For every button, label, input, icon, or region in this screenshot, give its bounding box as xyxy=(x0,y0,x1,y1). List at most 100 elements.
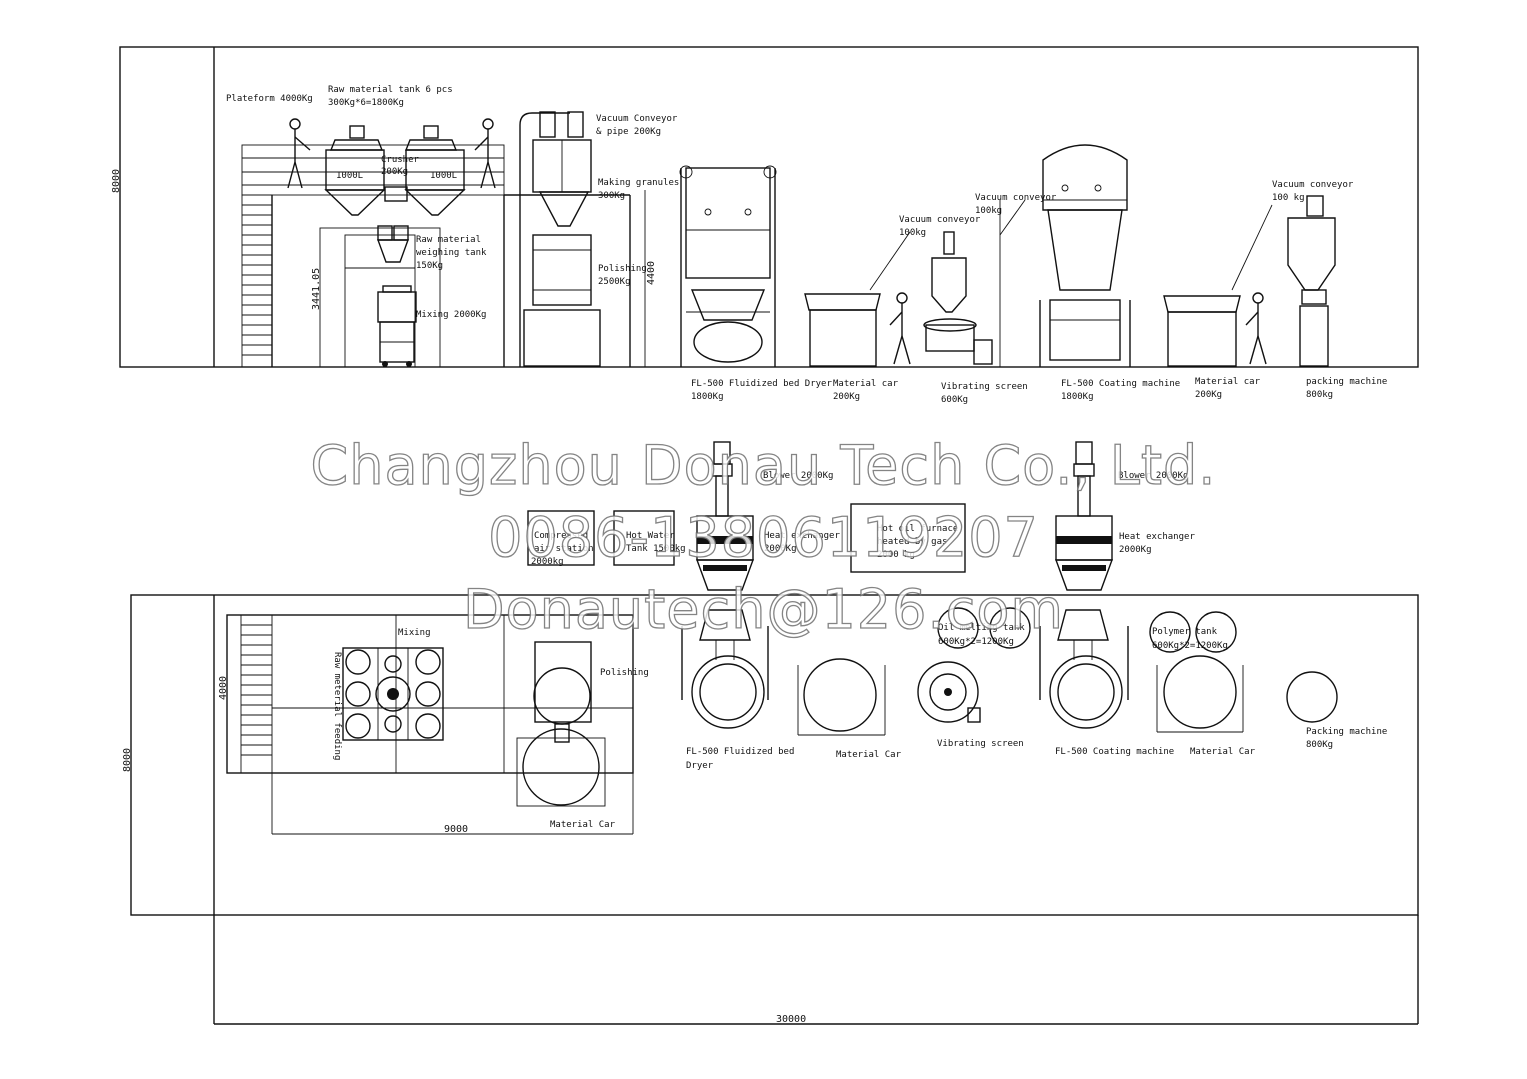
compressed-air-station xyxy=(527,510,595,566)
label-polymer-tank-line2: 600Kg*2=1200Kg xyxy=(1152,641,1228,651)
vac-conveyor-leader-b xyxy=(999,199,1026,236)
label-vac-conveyor-c-line1: Vacuum conveyor xyxy=(1272,180,1354,190)
polishing-machine xyxy=(523,234,601,367)
label-raw-material-feeding: Raw meterial feeding xyxy=(332,652,342,760)
operator-figure-left xyxy=(287,118,311,189)
blower-heat-exchanger-a xyxy=(695,441,755,591)
raw-material-tank-b xyxy=(404,125,466,216)
operator-figure-car-a xyxy=(889,292,911,365)
plan-oil-melting-tank xyxy=(937,607,1031,649)
label-vac-conveyor-c-line2: 100 kg xyxy=(1272,193,1305,203)
label-vac-conveyor-pipe-line2: & pipe 200Kg xyxy=(596,127,661,137)
plan-polishing xyxy=(533,641,592,743)
utility-equipment: Compressed air station 2000kg Hot Water … xyxy=(527,441,1195,591)
label-material-car-a-line1: Material car xyxy=(833,379,899,389)
label-plan-material-car-a: Material Car xyxy=(550,820,616,830)
label-coating-machine-line2: 1800Kg xyxy=(1061,392,1094,402)
label-hot-oil-line1: Hot oil furnace xyxy=(877,524,958,534)
plan-stair xyxy=(241,624,272,756)
plan-dim-4000: 4000 xyxy=(218,676,229,700)
plan-polymer-tank xyxy=(1149,611,1237,653)
label-dim-3441: 3441.05 xyxy=(311,268,322,310)
plan-fluidized-bed-dryer xyxy=(681,609,769,729)
label-material-car-b-line1: Material car xyxy=(1195,377,1261,387)
raw-material-tank-a xyxy=(324,125,386,216)
label-weighing-tank-line1: Raw material xyxy=(416,235,481,245)
plan-view: 8000 30000 4000 9000 xyxy=(122,594,1419,1025)
label-hot-water-line2: Tank 1500kg xyxy=(626,544,686,554)
label-vac-conveyor-a-line1: Vacuum conveyor xyxy=(899,215,981,225)
hot-water-tank xyxy=(613,510,675,566)
label-plan-polishing: Polishing xyxy=(600,668,649,678)
label-heat-exchanger-b-line1: Heat exchanger xyxy=(1119,532,1195,542)
label-plan-fb-dryer-line2: Dryer xyxy=(686,761,714,771)
label-mixing: Mixing 2000Kg xyxy=(416,310,486,320)
blower-heat-exchanger-b xyxy=(1054,441,1114,591)
coating-machine-elevation xyxy=(1039,144,1131,367)
mixer-machine xyxy=(377,285,417,367)
label-weighing-tank-line3: 150Kg xyxy=(416,261,443,271)
label-vibrating-screen-line2: 600Kg xyxy=(941,395,968,405)
label-heat-exchanger-b-line2: 2000Kg xyxy=(1119,545,1152,555)
label-vibrating-screen-line1: Vibrating screen xyxy=(941,382,1028,392)
elevation-frame xyxy=(119,46,1419,368)
label-vac-conveyor-b-line2: 100kg xyxy=(975,206,1002,216)
label-blower-b: Blower 2000Kg xyxy=(1118,471,1188,481)
plan-material-car-c xyxy=(1156,655,1244,733)
label-plan-coating-machine: FL-500 Coating machine xyxy=(1055,747,1174,757)
label-blower-a: Blower 2000Kg xyxy=(763,471,833,481)
label-raw-tank-line1: Raw material tank 6 pcs xyxy=(328,85,453,95)
label-heat-exchanger-a-line1: Heat exchanger xyxy=(764,531,840,541)
label-crusher-line1: Crusher xyxy=(381,155,420,165)
label-plan-fb-dryer-line1: FL-500 Fluidized bed xyxy=(686,747,794,757)
label-coating-machine-line1: FL-500 Coating machine xyxy=(1061,379,1180,389)
label-raw-tank-line2: 300Kg*6=1800Kg xyxy=(328,98,404,108)
label-dim-4400: 4400 xyxy=(646,261,657,285)
plan-mixing-cluster xyxy=(342,647,444,741)
label-tank-volume-a: 1000L xyxy=(336,171,363,181)
packing-machine-elevation xyxy=(1287,195,1336,367)
label-vac-conveyor-pipe-line1: Vacuum Conveyor xyxy=(596,114,678,124)
label-making-granules-line1: Making granules xyxy=(598,178,679,188)
label-heat-exchanger-a-line2: 2000Kg xyxy=(764,544,797,554)
crusher-unit xyxy=(384,186,408,202)
label-compressed-air-line2: air station xyxy=(534,544,594,554)
label-plan-mixing: Mixing xyxy=(398,628,431,638)
label-polymer-tank-line1: Polymer tank xyxy=(1152,627,1218,637)
plan-vibrating-screen xyxy=(917,661,981,723)
label-polishing-line2: 2500Kg xyxy=(598,277,631,287)
fluidized-bed-dryer-elevation xyxy=(679,165,777,367)
vibrating-screen-elevation xyxy=(923,231,993,365)
vacuum-conveyor-pipe xyxy=(519,111,592,367)
label-plan-packing-machine-line1: Packing machine xyxy=(1306,727,1387,737)
label-vac-conveyor-b-line1: Vacuum conveyor xyxy=(975,193,1057,203)
label-platform: Plateform 4000Kg xyxy=(226,94,313,104)
label-tank-volume-b: 1000L xyxy=(430,171,457,181)
label-compressed-air-line3: 2000kg xyxy=(531,557,564,567)
vac-conveyor-leader-a xyxy=(869,231,911,291)
plan-dim-9000: 9000 xyxy=(444,824,468,835)
plan-material-car-a xyxy=(516,728,606,807)
label-hot-oil-line3: 2000 kg xyxy=(877,550,915,560)
label-compressed-air-line1: Compressed xyxy=(534,531,588,541)
elevation-height-dim: 8000 xyxy=(111,169,122,193)
plan-coating-machine xyxy=(1039,609,1129,729)
platform-stair xyxy=(242,204,272,356)
label-material-car-b-line2: 200Kg xyxy=(1195,390,1222,400)
label-plan-material-car-c: Material Car xyxy=(1190,747,1256,757)
hot-oil-furnace xyxy=(850,503,966,573)
label-fb-dryer-line1: FL-500 Fluidized bed Dryer xyxy=(691,379,832,389)
plan-frame xyxy=(130,594,1419,916)
label-vac-conveyor-a-line2: 100kg xyxy=(899,228,926,238)
label-fb-dryer-line2: 1800Kg xyxy=(691,392,724,402)
material-car-elevation-a xyxy=(804,293,881,367)
label-crusher-line2: 200Kg xyxy=(381,167,408,177)
elevation-view: 8000 xyxy=(111,46,1419,405)
label-making-granules-line2: 300Kg xyxy=(598,191,625,201)
label-polishing-line1: Polishing xyxy=(598,264,647,274)
label-weighing-tank-line2: weighing tank xyxy=(416,248,487,258)
label-packing-machine-line2: 800kg xyxy=(1306,390,1333,400)
vac-conveyor-leader-c xyxy=(1231,204,1273,291)
operator-figure-car-b xyxy=(1245,292,1267,365)
weighing-tank xyxy=(377,225,409,263)
